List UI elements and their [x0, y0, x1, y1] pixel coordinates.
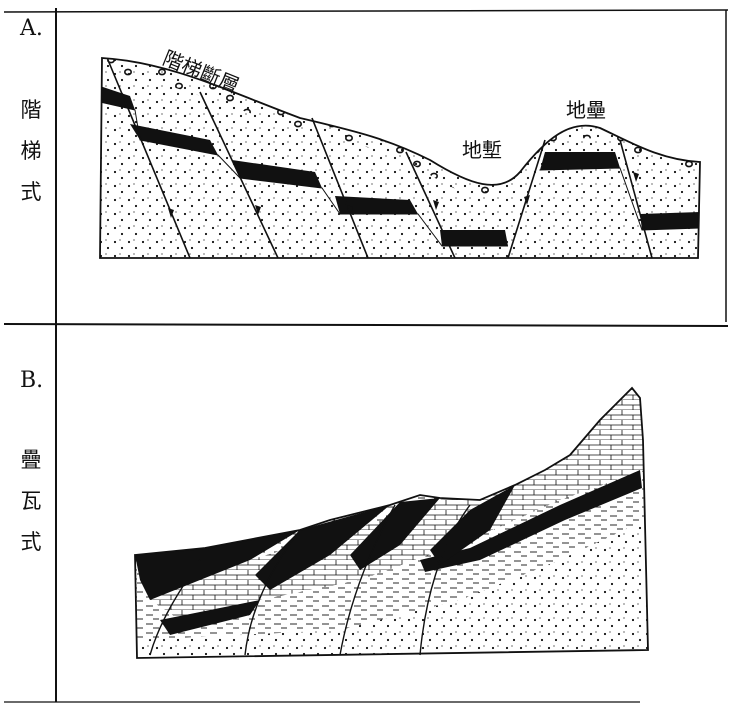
panel-b-side-char: 瓦: [20, 489, 42, 513]
imbricate-block-diagram: [135, 388, 648, 658]
panel-b-side-label: 疊 瓦 式: [18, 450, 44, 573]
panel-a-letter: A.: [20, 16, 43, 41]
panel-a-side-char: 梯: [20, 139, 42, 163]
panel-a-side-char: 式: [20, 180, 42, 204]
panel-b-letter: B.: [20, 368, 44, 393]
panel-b-side-char: 疊: [20, 448, 42, 472]
panel-b-side-char: 式: [20, 530, 42, 554]
panel-a-side-label: 階 梯 式: [18, 100, 44, 223]
graben-label: 地塹: [462, 138, 502, 162]
panel-a-side-char: 階: [20, 98, 42, 122]
horst-label: 地壘: [566, 98, 606, 122]
